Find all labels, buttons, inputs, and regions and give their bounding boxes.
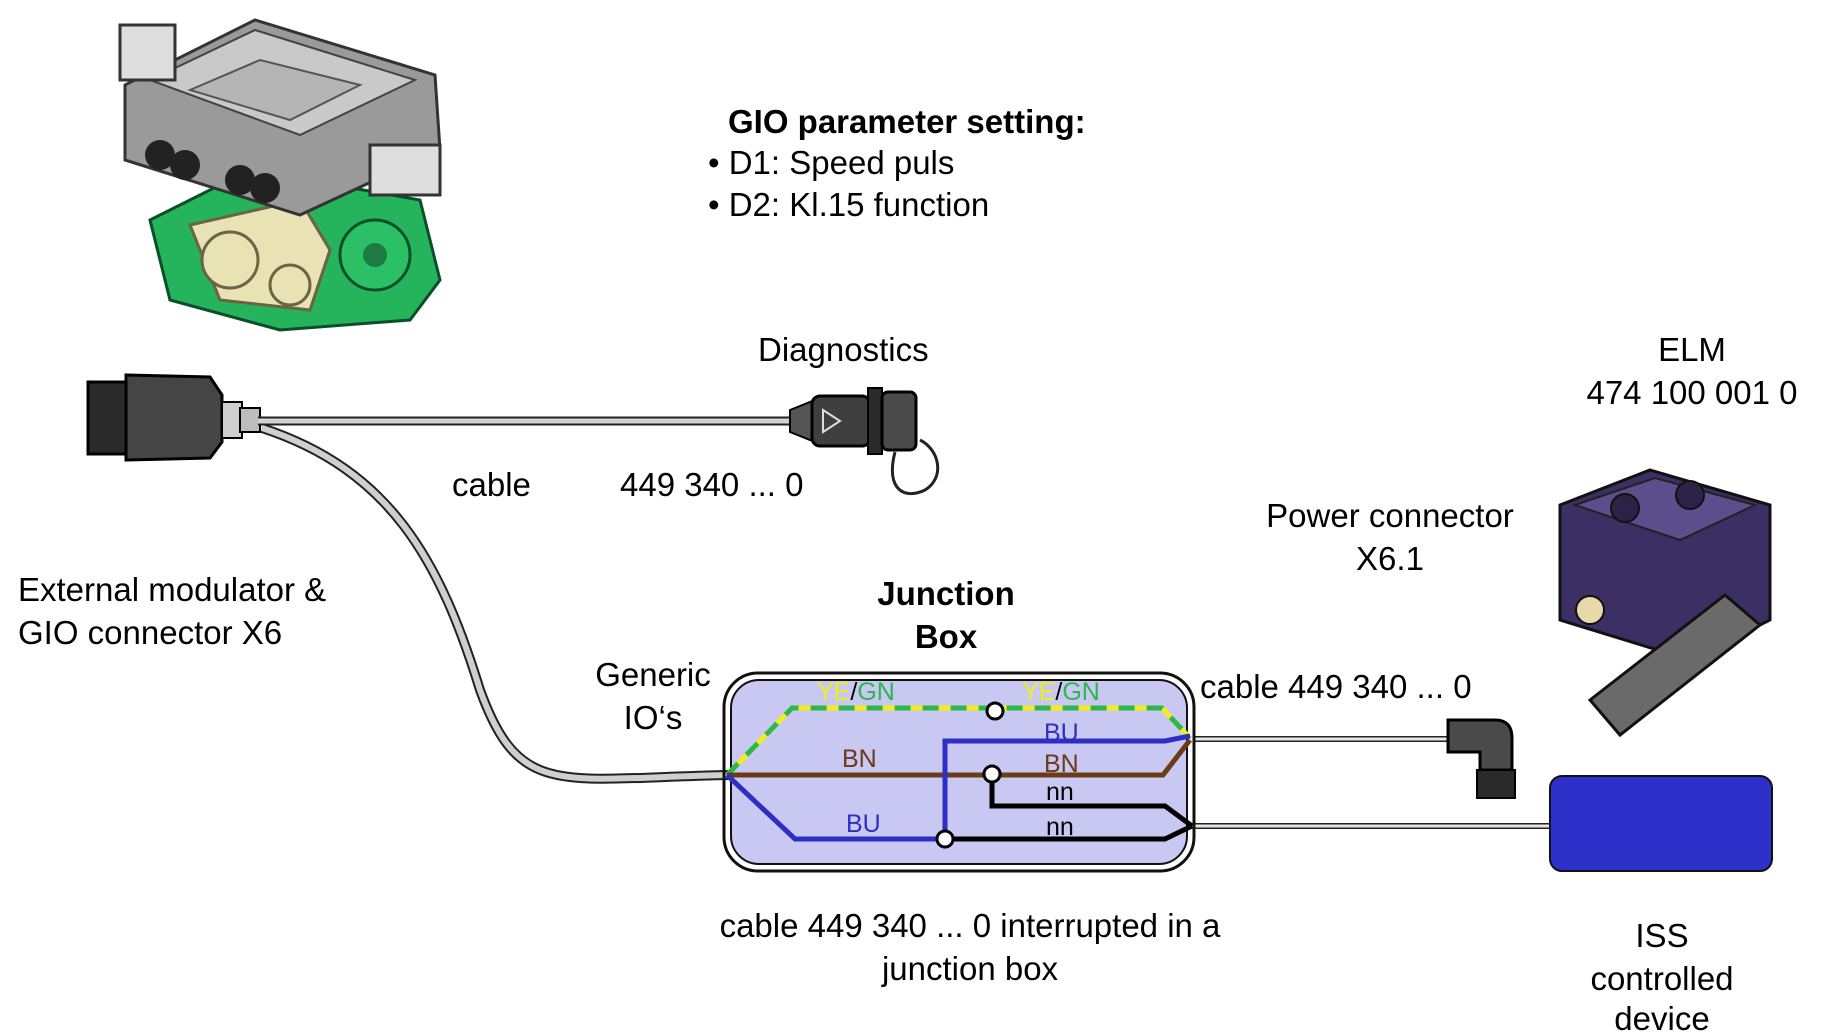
wire-label-bu-left: BU [846,810,881,838]
cable-label-left: cable [452,466,531,503]
wire-brown-right [990,738,1192,778]
elm-label-line2: 474 100 001 0 [1586,374,1797,411]
power-connector-label-line2: X6.1 [1356,540,1424,577]
wire-label-bn-left: BN [842,745,877,773]
wire-black-2 [945,823,1194,842]
iss-label-line2: controlled [1590,960,1733,997]
junction-title-line2: Box [915,618,978,655]
cable-number-diag: 449 340 ... 0 [620,466,803,503]
wire-blue [725,733,1191,842]
wire-label-ye-gn-left: YE/GN [817,678,895,706]
wire-label-nn-upper: nn [1046,778,1074,806]
external-label-line2: GIO connector X6 [18,614,282,651]
external-label-line1: External modulator & [18,571,326,608]
params-title: GIO parameter setting: [728,103,1086,140]
iss-label-line3: device [1614,1000,1709,1036]
elm-image [1558,468,1772,738]
interrupted-label-line1: cable 449 340 ... 0 interrupted in a [720,907,1221,944]
junction-node-bottom [935,829,955,849]
wire-black-1 [989,775,1194,829]
wire-label-bu-right: BU [1044,719,1079,747]
generic-io-label-line2: IO‘s [624,699,683,736]
param-d1: • D1: Speed puls [708,144,954,181]
junction-node-middle [982,764,1002,784]
wire-ye-gn [725,705,1192,777]
diagnostics-label: Diagnostics [758,331,929,368]
junction-title-line1: Junction [877,575,1015,612]
iss-label-line1: ISS [1635,917,1688,954]
cable-label-right: cable 449 340 ... 0 [1200,668,1472,705]
power-connector-label-line1: Power connector [1266,497,1514,534]
generic-io-cable [260,423,731,784]
interrupted-label-line2: junction box [881,950,1059,987]
wire-label-bn-right: BN [1044,750,1079,778]
wire-label-ye-gn-right: YE/GN [1022,678,1100,706]
junction-box [722,671,1196,873]
junction-node-top [985,701,1005,721]
gio-connector-image [86,373,261,462]
wire-label-nn-lower: nn [1046,813,1074,841]
modulator-image [118,18,442,332]
power-connector-image [1446,718,1516,799]
elm-label-line1: ELM [1658,331,1726,368]
param-d2: • D2: Kl.15 function [708,186,989,223]
iss-device-box [1549,775,1773,872]
generic-io-label-line1: Generic [595,656,711,693]
diagnostics-connector-image [789,387,940,496]
